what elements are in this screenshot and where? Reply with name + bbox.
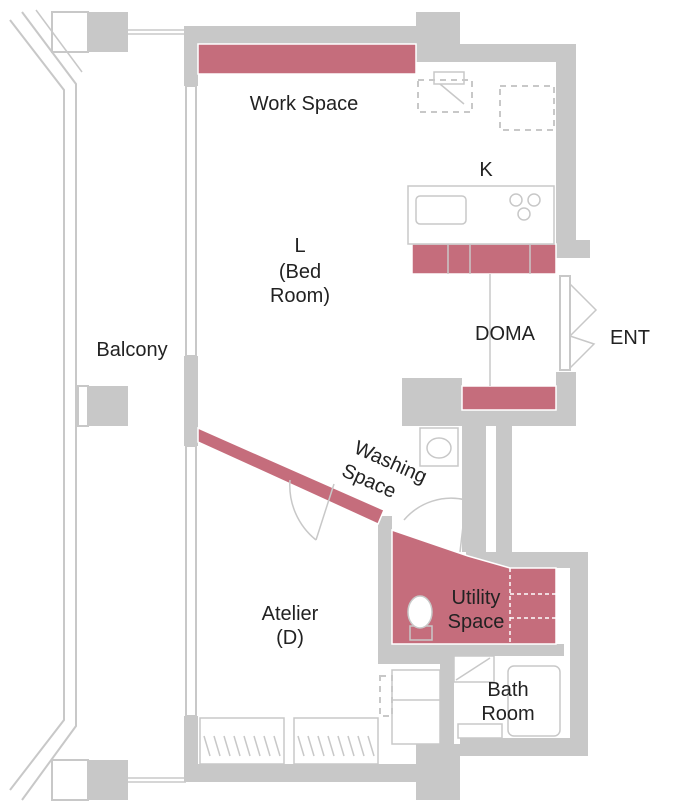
interior-walls [378,378,588,750]
atelier-fixtures [199,669,441,765]
toilet [407,595,433,641]
label-utility-line2: Space [448,611,505,633]
label-bath-line1: Bath [487,679,528,701]
label-utility-line1: Utility [452,587,501,609]
label-work-space: Work Space [250,93,359,115]
work-space-fixtures [417,71,555,131]
label-bath-line2: Room [481,703,534,725]
label-entrance: ENT [610,327,650,349]
interior-doors [289,479,467,553]
kitchen-counter [407,185,555,386]
label-kitchen: K [479,159,493,181]
label-living-line3: Room) [270,285,330,307]
entrance-door [559,275,598,371]
label-living-line2: (Bed [279,261,321,283]
label-doma: DOMA [475,323,536,345]
shelf-hatching [203,735,375,757]
label-balcony: Balcony [96,339,167,361]
balcony-railing [9,9,186,801]
balcony-columns [51,11,128,801]
bath-fixtures [453,655,561,739]
label-atelier-line2: (D) [276,627,304,649]
label-living-line1: L [294,235,305,257]
washing-basin [419,427,459,467]
label-atelier-line1: Atelier [262,603,319,625]
